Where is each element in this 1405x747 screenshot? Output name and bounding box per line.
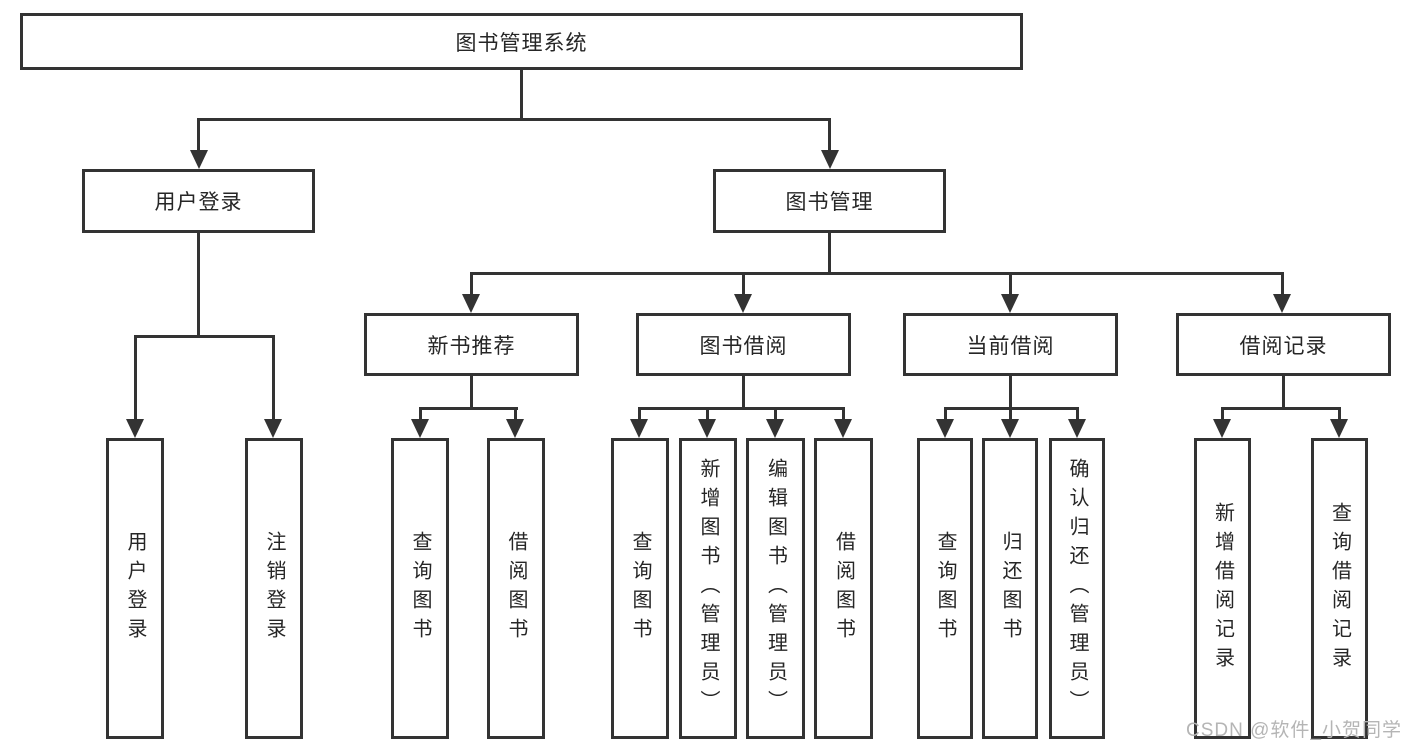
arrow-down-icon: [766, 419, 784, 438]
arrow-down-icon: [190, 150, 208, 169]
connector-line: [742, 272, 745, 297]
connector-line: [1009, 376, 1012, 410]
leaf-label: 新增借阅记录: [1211, 501, 1234, 676]
leaf-query-books: 查询图书: [391, 438, 449, 739]
leaf-label: 查询图书: [934, 530, 956, 647]
arrow-down-icon: [834, 419, 852, 438]
leaf-user-login: 用户登录: [106, 438, 164, 739]
arrow-down-icon: [506, 419, 524, 438]
arrow-down-icon: [734, 294, 752, 313]
connector-line: [944, 407, 947, 421]
arrow-down-icon: [1273, 294, 1291, 313]
connector-line: [828, 118, 831, 154]
connector-line: [842, 407, 845, 421]
node-book-borrow: 图书借阅: [636, 313, 851, 376]
arrow-down-icon: [1001, 419, 1019, 438]
arrow-down-icon: [1330, 419, 1348, 438]
connector-line: [1076, 407, 1079, 421]
arrow-down-icon: [936, 419, 954, 438]
connector-line: [520, 68, 523, 121]
leaf-edit-book-admin: 编辑图书（管理员）: [746, 438, 805, 739]
connector-line: [470, 272, 473, 297]
connector-line: [774, 407, 777, 421]
arrow-down-icon: [1068, 419, 1086, 438]
leaf-add-borrow-record: 新增借阅记录: [1194, 438, 1251, 739]
arrow-down-icon: [1001, 294, 1019, 313]
leaf-query-books: 查询图书: [917, 438, 973, 739]
leaf-confirm-return-admin: 确认归还（管理员）: [1049, 438, 1105, 739]
arrow-down-icon: [698, 419, 716, 438]
leaf-label: 编辑图书（管理员）: [764, 458, 787, 719]
leaf-label: 新增图书（管理员）: [697, 458, 719, 719]
node-user-login: 用户登录: [82, 169, 315, 233]
connector-line: [828, 233, 831, 275]
connector-line: [514, 407, 517, 421]
connector-line: [197, 118, 831, 121]
leaf-label: 查询图书: [409, 530, 431, 647]
leaf-borrow-books: 借阅图书: [814, 438, 873, 739]
connector-line: [470, 376, 473, 410]
arrow-down-icon: [821, 150, 839, 169]
node-current-borrow: 当前借阅: [903, 313, 1118, 376]
connector-line: [638, 407, 641, 421]
connector-line: [1009, 407, 1012, 421]
arrow-down-icon: [264, 419, 282, 438]
connector-line: [419, 407, 518, 410]
leaf-logout: 注销登录: [245, 438, 303, 739]
leaf-label: 用户登录: [124, 530, 146, 647]
connector-line: [272, 335, 275, 421]
leaf-label: 确认归还（管理员）: [1066, 458, 1088, 719]
leaf-borrow-books: 借阅图书: [487, 438, 545, 739]
connector-line: [1221, 407, 1224, 421]
arrow-down-icon: [411, 419, 429, 438]
arrow-down-icon: [1213, 419, 1231, 438]
arrow-down-icon: [126, 419, 144, 438]
node-borrow-records: 借阅记录: [1176, 313, 1391, 376]
leaf-add-book-admin: 新增图书（管理员）: [679, 438, 737, 739]
leaf-query-borrow-record: 查询借阅记录: [1311, 438, 1368, 739]
connector-line: [134, 335, 137, 421]
leaf-label: 借阅图书: [505, 530, 527, 647]
node-book-management: 图书管理: [713, 169, 946, 233]
leaf-return-books: 归还图书: [982, 438, 1038, 739]
leaf-label: 归还图书: [999, 530, 1021, 647]
connector-line: [470, 272, 1284, 275]
connector-line: [1009, 272, 1012, 297]
connector-line: [1338, 407, 1341, 421]
connector-line: [419, 407, 422, 421]
leaf-label: 注销登录: [263, 530, 285, 647]
arrow-down-icon: [462, 294, 480, 313]
connector-line: [197, 233, 200, 338]
connector-line: [134, 335, 275, 338]
connector-line: [1281, 272, 1284, 297]
leaf-label: 查询图书: [629, 530, 651, 647]
watermark: CSDN @软件_小贺同学: [1186, 720, 1402, 741]
connector-line: [706, 407, 709, 421]
leaf-query-books: 查询图书: [611, 438, 669, 739]
node-library-system: 图书管理系统: [20, 13, 1023, 70]
connector-line: [742, 376, 745, 410]
connector-line: [638, 407, 845, 410]
connector-line: [197, 118, 200, 154]
leaf-label: 查询借阅记录: [1328, 501, 1351, 676]
connector-line: [1221, 407, 1341, 410]
connector-line: [1282, 376, 1285, 410]
leaf-label: 借阅图书: [832, 530, 855, 647]
arrow-down-icon: [630, 419, 648, 438]
node-new-book-recommend: 新书推荐: [364, 313, 579, 376]
